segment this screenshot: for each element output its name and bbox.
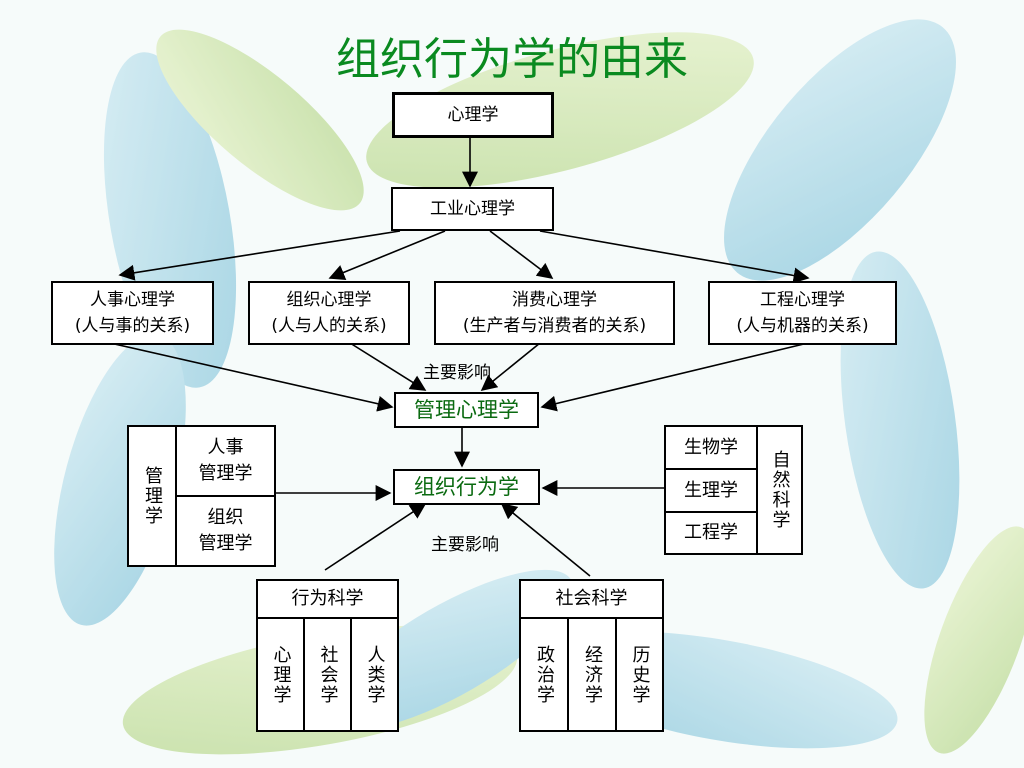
behavioral-science-item-psychology: 心理学: [258, 619, 305, 730]
main-influence-label-top: 主要影响: [423, 363, 491, 383]
node-personnel-psychology-line1: 人事心理学: [90, 290, 175, 310]
natural-science-item-physiology: 生理学: [666, 470, 758, 513]
natural-science-item-biology: 生物学: [666, 427, 758, 470]
natural-science-group-header: 自然科学: [769, 450, 791, 530]
natural-science-item-engineering: 工程学: [666, 513, 758, 553]
behavioral-science-group: 行为科学 心理学 社会学 人类学: [256, 579, 399, 732]
node-organizational-psychology: 组织心理学 (人与人的关系): [248, 281, 410, 345]
behavioral-science-item-sociology: 社会学: [305, 619, 352, 730]
node-organizational-behavior-label: 组织行为学: [414, 475, 519, 499]
main-influence-label-bottom: 主要影响: [431, 535, 499, 555]
node-management-psychology-label: 管理心理学: [414, 398, 519, 422]
social-science-group-header: 社会科学: [521, 581, 662, 619]
social-science-item-politics: 政治学: [521, 619, 569, 730]
management-item-organization-line1: 组织: [207, 507, 244, 528]
node-psychology: 心理学: [392, 92, 554, 138]
social-science-item-history: 历史学: [629, 644, 651, 705]
node-engineering-psychology-line1: 工程心理学: [760, 290, 845, 310]
node-psychology-label: 心理学: [447, 105, 499, 125]
social-science-item-economics: 经济学: [569, 619, 617, 730]
management-group-header: 管理学: [129, 427, 177, 565]
node-engineering-psychology-line2: (人与机器的关系): [736, 316, 869, 336]
management-item-organization-line2: 管理学: [198, 533, 253, 554]
management-item-personnel: 人事 管理学: [177, 427, 274, 497]
management-group: 管理学 人事 管理学 组织 管理学: [127, 425, 276, 567]
management-item-personnel-line1: 人事: [207, 437, 244, 458]
node-consumer-psychology-line2: (生产者与消费者的关系): [462, 316, 647, 336]
management-item-organization: 组织 管理学: [177, 497, 274, 565]
node-organizational-behavior: 组织行为学: [393, 469, 540, 505]
node-organizational-psychology-line2: (人与人的关系): [271, 316, 387, 336]
node-industrial-psychology: 工业心理学: [391, 187, 554, 231]
node-consumer-psychology: 消费心理学 (生产者与消费者的关系): [434, 281, 675, 345]
social-science-group: 社会科学 政治学 经济学 历史学: [519, 579, 664, 732]
node-personnel-psychology-line2: (人与事的关系): [74, 316, 191, 336]
node-personnel-psychology: 人事心理学 (人与事的关系): [51, 281, 214, 345]
natural-science-group: 生物学 生理学 工程学 自然科学: [664, 425, 803, 555]
page-title: 组织行为学的由来: [336, 34, 688, 85]
node-consumer-psychology-line1: 消费心理学: [512, 290, 597, 310]
behavioral-science-item-anthropology: 人类学: [364, 644, 386, 705]
management-item-personnel-line2: 管理学: [198, 463, 253, 484]
node-industrial-psychology-label: 工业心理学: [430, 199, 515, 219]
behavioral-science-group-header: 行为科学: [258, 581, 397, 619]
node-engineering-psychology: 工程心理学 (人与机器的关系): [708, 281, 897, 345]
node-organizational-psychology-line1: 组织心理学: [286, 290, 372, 310]
node-management-psychology: 管理心理学: [394, 392, 539, 428]
